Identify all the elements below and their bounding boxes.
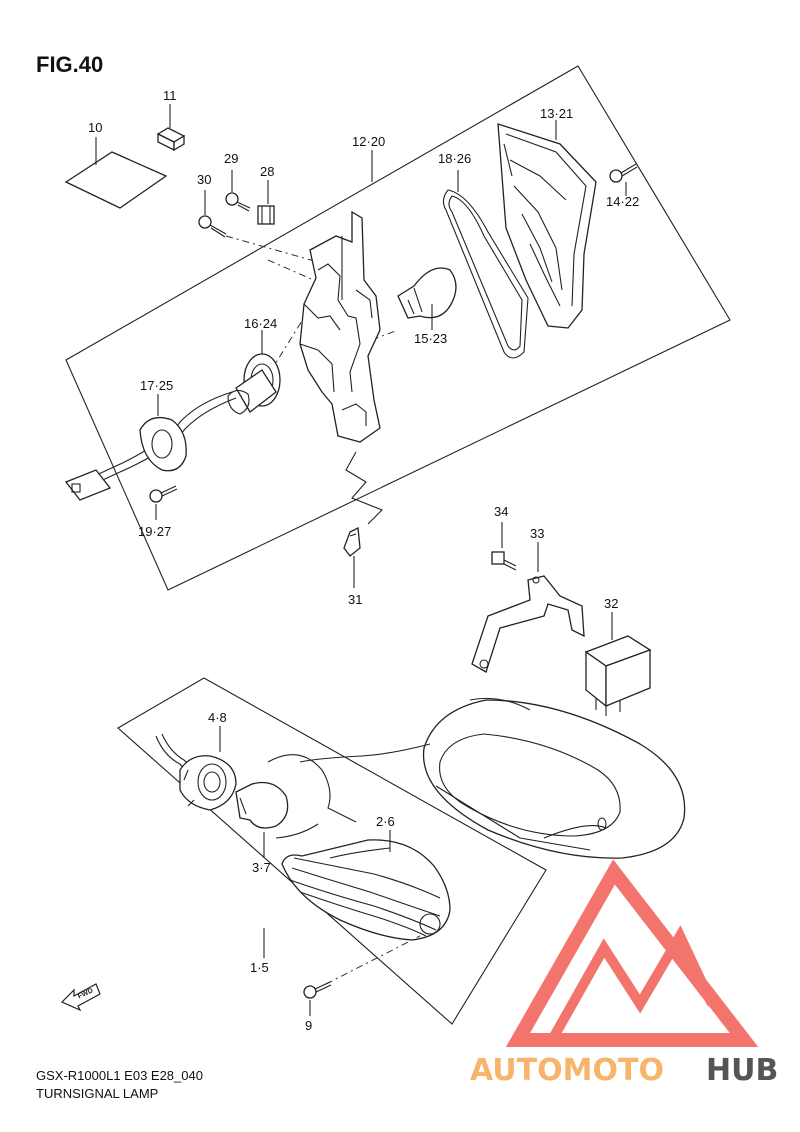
fwd-arrow-icon: FWD bbox=[60, 983, 101, 1012]
callout-13-21: 13·21 bbox=[540, 106, 573, 121]
callout-11: 11 bbox=[163, 88, 177, 103]
part-19-27-screw[interactable] bbox=[149, 485, 178, 503]
watermark-logo bbox=[505, 859, 759, 1047]
callout-18-26: 18·26 bbox=[438, 151, 471, 166]
callout-17-25: 17·25 bbox=[140, 378, 173, 393]
part-4-8-socket[interactable] bbox=[155, 733, 237, 811]
callout-31: 31 bbox=[348, 592, 362, 607]
part-12-20-housing[interactable] bbox=[299, 210, 381, 443]
upper-group-box bbox=[65, 65, 731, 591]
part-31-clip[interactable] bbox=[343, 526, 361, 557]
footer-model: GSX-R1000L1 E03 E28_040 bbox=[36, 1068, 203, 1083]
figure-title: FIG.40 bbox=[36, 52, 103, 77]
part-32-relay[interactable] bbox=[584, 635, 652, 716]
callout-3-7: 3·7 bbox=[252, 860, 271, 875]
callout-30: 30 bbox=[197, 172, 211, 187]
part-16-24-socket[interactable] bbox=[227, 353, 281, 415]
part-30-screw[interactable] bbox=[198, 215, 227, 238]
part-2-6-lens[interactable] bbox=[281, 839, 451, 941]
part-34-bolt[interactable] bbox=[491, 551, 517, 571]
mirror-housing bbox=[299, 697, 686, 859]
callout-4-8: 4·8 bbox=[208, 710, 227, 725]
callout-15-23: 15·23 bbox=[414, 331, 447, 346]
callout-9: 9 bbox=[305, 1018, 312, 1033]
part-29-screw[interactable] bbox=[225, 192, 251, 212]
callout-33: 33 bbox=[530, 526, 544, 541]
watermark-brand-a: AUTOMOTO bbox=[470, 1053, 664, 1088]
part-33-bracket[interactable] bbox=[471, 575, 585, 673]
footer-name: TURNSIGNAL LAMP bbox=[36, 1086, 158, 1101]
callout-19-27: 19·27 bbox=[138, 524, 171, 539]
callout-16-24: 16·24 bbox=[244, 316, 277, 331]
callout-28: 28 bbox=[260, 164, 274, 179]
part-18-26-gasket[interactable] bbox=[442, 189, 529, 359]
part-3-7-bulb[interactable] bbox=[235, 781, 289, 829]
callout-32: 32 bbox=[604, 596, 618, 611]
watermark-brand-b: HUB bbox=[706, 1053, 778, 1088]
part-11-clip[interactable] bbox=[156, 127, 186, 152]
part-13-21-lens[interactable] bbox=[497, 123, 597, 329]
part-17-25-harness[interactable] bbox=[64, 391, 237, 501]
part-10-pad[interactable] bbox=[64, 151, 168, 209]
callout-12-20: 12·20 bbox=[352, 134, 385, 149]
callout-34: 34 bbox=[494, 504, 508, 519]
part-14-22-screw[interactable] bbox=[609, 163, 638, 183]
lower-group-box bbox=[117, 677, 547, 1025]
part-28-nut-clip[interactable] bbox=[257, 205, 275, 225]
part-15-23-bulb[interactable] bbox=[397, 267, 457, 319]
callout-2-6: 2·6 bbox=[376, 814, 395, 829]
callout-14-22: 14·22 bbox=[606, 194, 639, 209]
part-9-screw[interactable] bbox=[303, 981, 332, 999]
callout-29: 29 bbox=[224, 151, 238, 166]
callout-10: 10 bbox=[88, 120, 102, 135]
callout-1-5: 1·5 bbox=[250, 960, 269, 975]
